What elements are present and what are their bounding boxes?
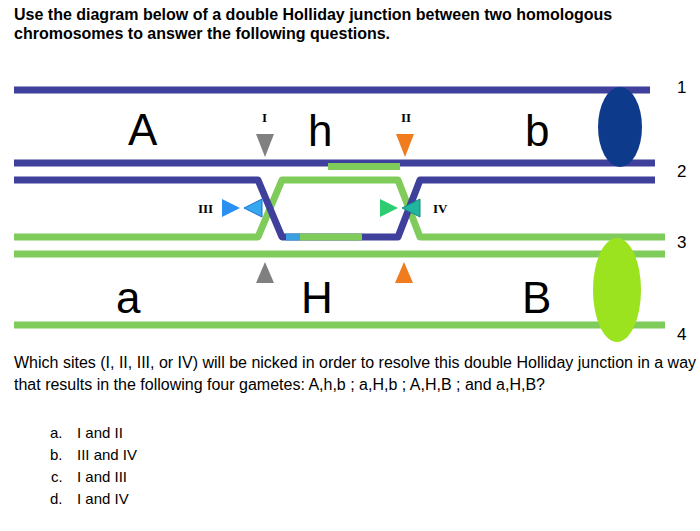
heteroduplex-segment <box>328 163 400 170</box>
nick-arrow <box>380 199 398 217</box>
site-label: IV <box>433 202 447 217</box>
site-label: III <box>198 202 213 217</box>
dna-strand <box>14 251 665 258</box>
dna-strand <box>14 180 655 237</box>
option-marker: c. <box>51 468 63 485</box>
nick-arrow <box>244 199 262 217</box>
allele-label: h <box>308 109 332 153</box>
allele-label: b <box>525 109 549 153</box>
nick-arrow <box>402 199 420 217</box>
dna-strand <box>14 180 665 237</box>
option-text: I and IV <box>77 490 129 507</box>
site-label: II <box>401 111 411 126</box>
allele-label: A <box>128 108 157 152</box>
allele-label: a <box>116 276 140 320</box>
option-text: III and IV <box>77 446 137 463</box>
heteroduplex-segment <box>300 234 362 241</box>
nick-arrow <box>256 262 274 283</box>
heteroduplex-segment <box>286 234 300 241</box>
option-marker: a. <box>50 424 63 441</box>
nick-arrow <box>395 262 413 283</box>
option-text: I and III <box>77 468 127 485</box>
option-marker: b. <box>50 446 63 463</box>
strand-number: 1 <box>677 78 686 98</box>
option-text: I and II <box>77 424 123 441</box>
site-label: I <box>262 111 267 126</box>
strand-number: 4 <box>677 325 686 345</box>
dna-strand <box>14 87 650 94</box>
title: Use the diagram below of a double Hollid… <box>14 5 694 43</box>
strand-number: 2 <box>677 162 686 182</box>
question-text: Which sites (I, II, III, or IV) will be … <box>14 352 698 395</box>
nick-arrow <box>256 134 274 157</box>
nick-arrow <box>396 134 414 157</box>
allele-label: B <box>522 276 551 320</box>
strand-number: 3 <box>677 233 686 253</box>
option-marker: d. <box>50 490 63 507</box>
dna-strand <box>14 322 665 329</box>
allele-label: H <box>301 276 333 320</box>
centromere <box>593 238 641 342</box>
centromere <box>598 87 642 167</box>
nick-arrow <box>222 199 240 217</box>
